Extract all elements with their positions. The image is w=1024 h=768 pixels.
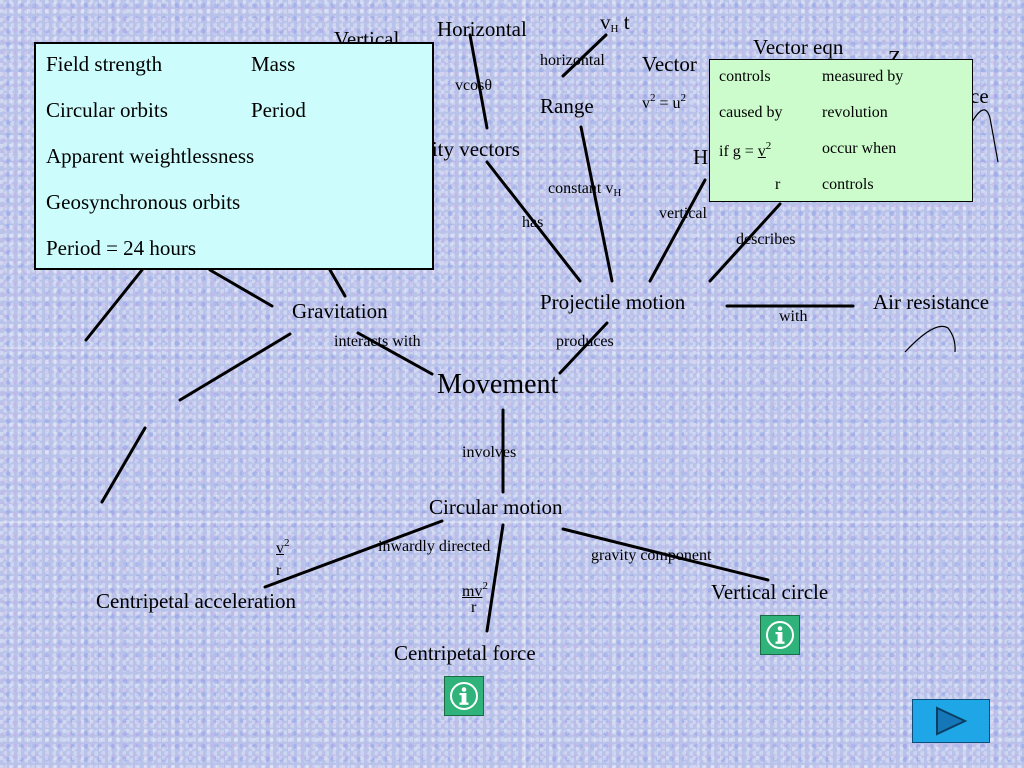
link-label-produces: produces — [556, 333, 614, 350]
popup-term-revolution: revolution — [822, 104, 888, 121]
link-label-vcos: vcosθ — [455, 77, 492, 94]
link-label-vertical: vertical — [659, 205, 707, 222]
link-terms-popup[interactable]: controls measured by caused by revolutio… — [709, 59, 973, 202]
popup-term-if-g: if g = v2 — [719, 140, 772, 160]
link-circular-centacc — [263, 519, 444, 589]
node-air-resistance[interactable]: Air resistance — [873, 290, 990, 314]
popup-term-caused-by: caused by — [719, 104, 783, 121]
node-h[interactable]: H — [693, 145, 709, 169]
node-movement[interactable]: Movement — [437, 369, 559, 400]
node-vector-eqn[interactable]: Vector eqn — [753, 35, 844, 59]
node-vertical-circle[interactable]: Vertical circle — [711, 580, 829, 604]
info-icon — [766, 621, 794, 649]
popup-item-mass: Mass — [251, 52, 296, 76]
centripetal-force-info-button[interactable] — [444, 676, 484, 716]
link-label-interacts-with: interacts with — [334, 333, 421, 350]
link-lower-1 — [100, 426, 147, 504]
popup-item-period-24: Period = 24 hours — [46, 236, 197, 260]
link-gravitation-up — [328, 268, 347, 298]
link-label-describes: describes — [736, 231, 796, 248]
link-label-involves: involves — [462, 444, 517, 461]
node-centripetal-acceleration[interactable]: Centripetal acceleration — [96, 589, 296, 613]
link-circular-vertical — [561, 527, 770, 582]
link-gravitation-popup — [208, 268, 274, 308]
link-label-force-numerator: mv2 — [462, 580, 488, 600]
link-label-acc-numerator: v2 — [276, 537, 290, 557]
popup-item-apparent-weightlessness: Apparent weightlessness — [46, 144, 255, 168]
popup-term-measured-by: measured by — [822, 68, 904, 85]
popup-row: caused by revolution — [719, 104, 972, 140]
link-vector-projectile — [708, 202, 782, 283]
popup-item-circular-orbits: Circular orbits — [46, 98, 168, 122]
gravitation-popup[interactable]: Field strength Mass Circular orbits Peri… — [34, 42, 434, 270]
link-label-horizontal: horizontal — [540, 52, 605, 69]
popup-row: Field strength Mass — [46, 52, 432, 98]
link-vertical-projectile — [648, 178, 707, 283]
node-circular-motion[interactable]: Circular motion — [429, 495, 563, 519]
popup-row: Apparent weightlessness — [46, 144, 432, 190]
play-icon — [936, 706, 968, 736]
next-slide-button[interactable] — [912, 699, 990, 743]
link-velocity-projectile — [485, 160, 582, 283]
node-centripetal-force[interactable]: Centripetal force — [394, 641, 536, 665]
link-vh-range — [561, 33, 608, 78]
popup-item-period: Period — [251, 98, 306, 122]
link-label-v2-eqn: v2 = u2 — [642, 92, 687, 112]
popup-term-controls: controls — [719, 68, 771, 85]
link-projectile-movement — [558, 321, 609, 375]
link-label-gravity-component: gravity component — [591, 547, 712, 564]
link-horizontal-velocity — [468, 33, 489, 130]
node-range[interactable]: Range — [540, 94, 594, 118]
link-label-has: has — [522, 214, 544, 231]
link-label-vh-t: vH t — [600, 10, 630, 35]
popup-item-field-strength: Field strength — [46, 52, 163, 76]
link-label-force-denominator: r — [471, 599, 477, 616]
link-range-projectile — [579, 125, 614, 283]
node-gravitation[interactable]: Gravitation — [292, 299, 388, 323]
link-gravitation-movement — [356, 331, 434, 376]
popup-row: r controls — [719, 176, 972, 212]
popup-row: Period = 24 hours — [46, 236, 432, 282]
popup-row: controls measured by — [719, 68, 972, 104]
popup-term-r: r — [775, 176, 781, 193]
popup-term-occur-when: occur when — [822, 140, 897, 157]
curve-sketch-top — [971, 109, 999, 163]
link-left-1 — [84, 268, 144, 342]
link-circular-centforce — [485, 523, 505, 633]
node-vectors[interactable]: Vector — [642, 52, 697, 76]
popup-row: Geosynchronous orbits — [46, 190, 432, 236]
vertical-circle-info-button[interactable] — [760, 615, 800, 655]
popup-row: Circular orbits Period — [46, 98, 432, 144]
info-icon — [450, 682, 478, 710]
link-label-with: with — [779, 308, 808, 325]
curve-sketch-air — [904, 325, 956, 353]
link-label-inwardly-directed: inwardly directed — [378, 538, 491, 555]
node-horizontal[interactable]: Horizontal — [437, 17, 527, 41]
node-ce[interactable]: ce — [970, 84, 989, 108]
link-label-acc-denominator: r — [276, 562, 282, 579]
popup-row: if g = v2 occur when — [719, 140, 972, 176]
link-label-constant-vh: constant vH — [548, 180, 622, 199]
popup-item-geosynchronous-orbits: Geosynchronous orbits — [46, 190, 241, 214]
popup-term-controls-2: controls — [822, 176, 874, 193]
node-projectile-motion[interactable]: Projectile motion — [540, 290, 686, 314]
link-gravitation-lower — [178, 332, 292, 402]
